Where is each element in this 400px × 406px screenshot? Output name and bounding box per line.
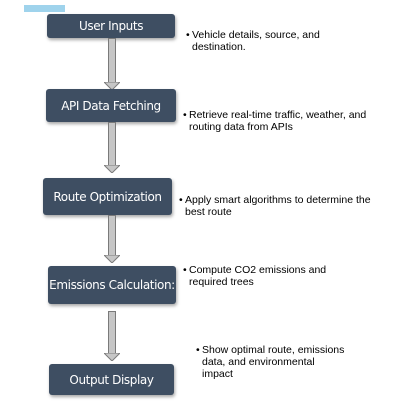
note-emissions-calculation: • Compute CO2 emissions and required tre… <box>183 264 326 288</box>
step-label: Emissions Calculation: <box>49 278 175 292</box>
step-route-optimization: Route Optimization <box>43 178 172 215</box>
step-label: Output Display <box>69 372 154 387</box>
step-user-inputs: User Inputs <box>47 14 175 38</box>
step-output-display: Output Display <box>49 364 174 395</box>
arrow-down-icon <box>104 38 120 90</box>
bullet-icon: • <box>179 194 183 206</box>
step-emissions-calculation: Emissions Calculation: <box>48 266 176 304</box>
note-api-data-fetching: • Retrieve real-time traffic, weather, a… <box>183 109 366 133</box>
step-label: API Data Fetching <box>61 98 161 113</box>
bullet-icon: • <box>183 264 187 276</box>
note-output-display: • Show optimal route, emissions data, an… <box>196 344 344 380</box>
step-label: Route Optimization <box>53 189 162 204</box>
note-text: Retrieve real-time traffic, weather, and… <box>189 109 367 133</box>
note-text: Compute CO2 emissions and required trees <box>189 264 327 288</box>
arrow-down-icon <box>104 122 120 173</box>
bullet-icon: • <box>196 344 200 356</box>
note-route-optimization: • Apply smart algorithms to determine th… <box>179 194 371 218</box>
arrow-down-icon <box>104 215 120 263</box>
note-user-inputs: • Vehicle details, source, and destinati… <box>186 29 320 53</box>
arrow-down-icon <box>104 311 120 361</box>
bullet-icon: • <box>183 109 187 121</box>
note-text: Show optimal route, emissions data, and … <box>202 344 345 380</box>
step-label: User Inputs <box>78 19 144 33</box>
step-api-data-fetching: API Data Fetching <box>46 89 176 122</box>
note-text: Vehicle details, source, and destination… <box>192 29 320 53</box>
accent-bar <box>24 5 65 12</box>
bullet-icon: • <box>186 29 190 41</box>
note-text: Apply smart algorithms to determine the … <box>185 194 371 218</box>
